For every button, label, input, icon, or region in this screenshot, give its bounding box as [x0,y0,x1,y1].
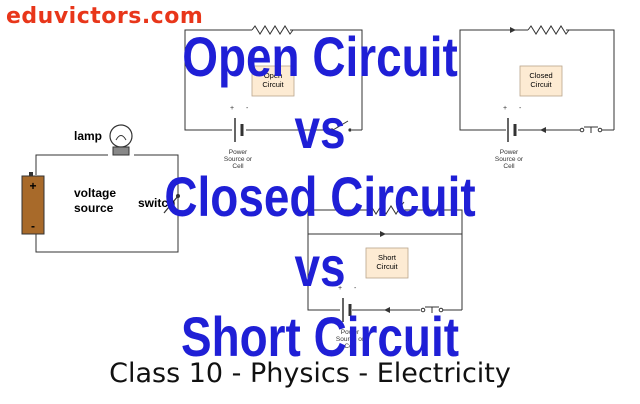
cell-icon [507,118,517,142]
cell-icon [342,298,352,322]
current-arrow-icon [384,307,390,313]
open-circuit-box [251,65,295,97]
lamp-wire-left [35,154,108,175]
svg-text:+: + [338,285,342,292]
title-closed-circuit: Closed Circuit [164,165,476,228]
svg-text:-: - [354,285,357,292]
voltage-label: voltage [74,186,116,200]
subtitle: Class 10 - Physics - Electricity [109,358,511,389]
battery-minus: - [31,219,35,233]
closed-circuit-box [519,65,563,97]
lamp-label: lamp [74,129,102,143]
cell-icon [234,118,244,142]
current-arrow-icon [380,231,386,237]
lamp-bulb-icon [109,124,133,156]
battery-icon [21,172,45,235]
resistor-icon [367,201,405,215]
title-open-circuit: Open Circuit [182,25,458,88]
source-label: source [74,201,114,215]
svg-text:-: - [519,105,522,112]
lamp-circuit: + - lamp voltage source switch [21,124,180,253]
title-vs-1: vs [294,97,346,160]
switch-icon [163,194,180,214]
switch-label: switch [138,196,175,210]
closed-switch-icon [579,126,603,133]
current-arrow-icon [540,127,546,133]
lamp-wire-right [35,154,179,253]
svg-text:+: + [503,105,507,112]
battery-plus: + [29,179,36,193]
svg-text:-: - [246,105,249,112]
title-vs-2: vs [294,235,346,298]
brand-logo-text: eduvictors.com [6,4,204,29]
short-circuit-box [365,247,409,279]
svg-text:+: + [230,105,234,112]
open-switch-icon [330,120,352,132]
closed-switch-icon [420,306,444,313]
resistor-icon [251,25,294,35]
current-arrow-icon [510,27,516,33]
resistor-icon [527,25,570,35]
title-short-circuit: Short Circuit [180,305,460,368]
